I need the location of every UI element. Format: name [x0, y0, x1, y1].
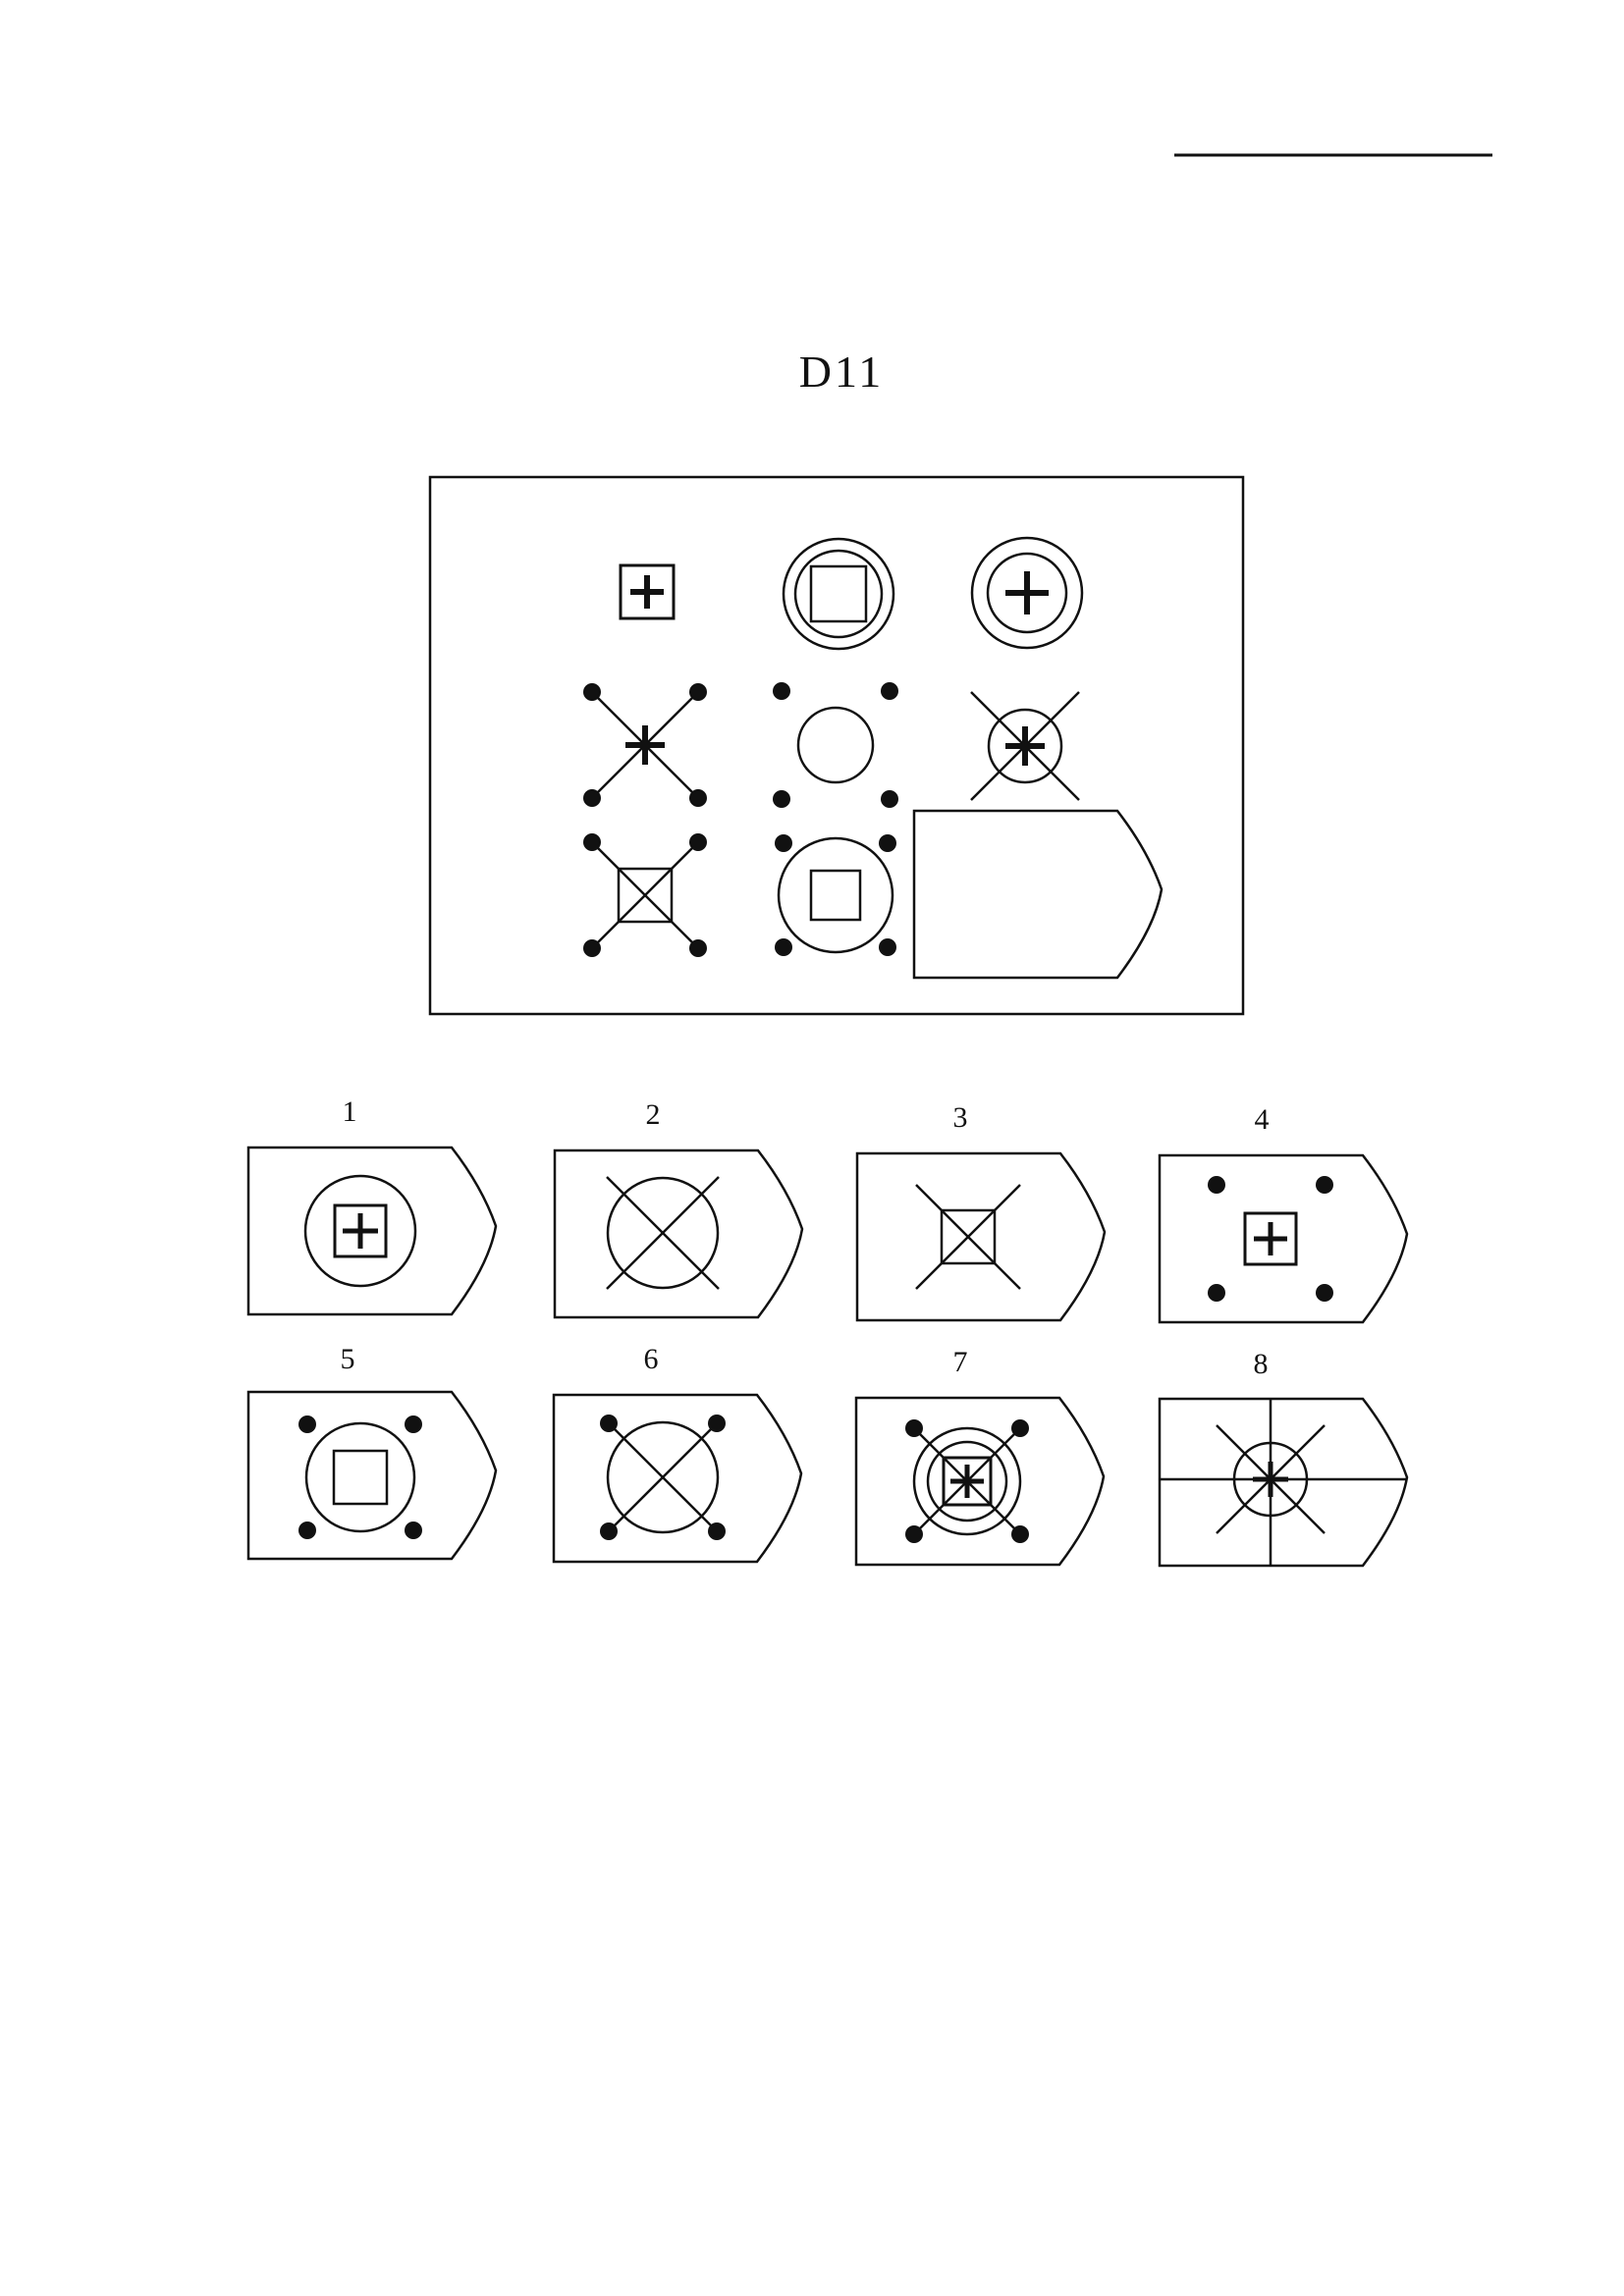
- square-shape: [809, 564, 868, 623]
- option-3[interactable]: 3: [855, 1101, 1107, 1322]
- square-shape: [940, 1208, 997, 1265]
- cell-r1c3: [970, 536, 1084, 650]
- option-2[interactable]: 2: [553, 1098, 804, 1319]
- plus-icon: [625, 725, 665, 765]
- plus-icon: [1253, 1462, 1288, 1497]
- square-shape: [332, 1449, 389, 1506]
- square-shape: [942, 1456, 993, 1507]
- quadrant-lines: [1160, 1399, 1407, 1566]
- corner-dots: [905, 1419, 1029, 1543]
- corner-dots: [600, 1415, 726, 1540]
- answer-slot[interactable]: [912, 809, 1164, 980]
- inner-circle: [793, 549, 884, 639]
- circle-shape: [303, 1174, 417, 1288]
- square-shape: [617, 867, 674, 924]
- diagonal-cross: [591, 841, 699, 949]
- page-title: D11: [799, 347, 885, 397]
- circle-shape: [777, 836, 894, 954]
- plus-icon: [950, 1465, 984, 1498]
- circle-shape: [796, 706, 875, 784]
- cell-r1c1: [619, 563, 676, 620]
- outer-circle: [970, 536, 1084, 650]
- square-shape: [619, 563, 676, 620]
- option-number: 5: [341, 1343, 355, 1375]
- circle-shape: [304, 1421, 416, 1533]
- cell-r1c2: [782, 537, 895, 651]
- corner-dots: [583, 683, 707, 807]
- inner-circle: [926, 1440, 1008, 1522]
- corner-dots: [298, 1415, 422, 1539]
- option-7[interactable]: 7: [854, 1346, 1106, 1567]
- option-number: 6: [644, 1343, 659, 1375]
- option-8[interactable]: 8: [1158, 1348, 1409, 1568]
- outer-circle: [912, 1426, 1022, 1536]
- circle-shape: [987, 708, 1063, 784]
- square-shape: [809, 869, 862, 922]
- matrix-frame: [428, 475, 1245, 1016]
- cell-r3c1: [583, 833, 707, 957]
- corner-dots: [583, 833, 707, 957]
- corner-dots: [775, 834, 896, 956]
- cell-r2c3: [970, 691, 1080, 801]
- option-5[interactable]: 5: [246, 1343, 498, 1561]
- option-number: 4: [1255, 1103, 1270, 1136]
- corner-dots: [773, 682, 898, 808]
- cell-r2c2: [773, 682, 898, 808]
- diagonal-cross: [915, 1184, 1021, 1290]
- option-number: 3: [953, 1101, 968, 1134]
- square-shape: [1243, 1211, 1298, 1266]
- plus-icon: [1254, 1222, 1287, 1255]
- option-number: 1: [343, 1095, 357, 1128]
- option-6[interactable]: 6: [552, 1343, 803, 1564]
- square-shape: [333, 1203, 388, 1258]
- puzzle-matrix: [428, 475, 1245, 1016]
- outer-circle: [782, 537, 895, 651]
- option-number: 8: [1254, 1348, 1269, 1380]
- plus-icon: [1005, 726, 1045, 766]
- cell-r2c1: [583, 683, 707, 807]
- diagonal-cross: [608, 1422, 718, 1532]
- diagonal-cross: [606, 1176, 720, 1290]
- option-number: 2: [646, 1098, 661, 1131]
- circle-shape: [606, 1176, 720, 1290]
- option-1[interactable]: 1: [246, 1095, 498, 1316]
- circle-shape: [606, 1420, 720, 1534]
- circle-shape: [1232, 1441, 1309, 1518]
- corner-dots: [1208, 1176, 1333, 1302]
- cell-r3c2: [775, 834, 896, 956]
- plus-icon: [1005, 571, 1049, 614]
- inner-circle: [986, 552, 1068, 634]
- plus-icon: [630, 575, 664, 609]
- option-number: 7: [953, 1346, 968, 1378]
- option-4[interactable]: 4: [1158, 1103, 1409, 1324]
- plus-icon: [343, 1213, 378, 1249]
